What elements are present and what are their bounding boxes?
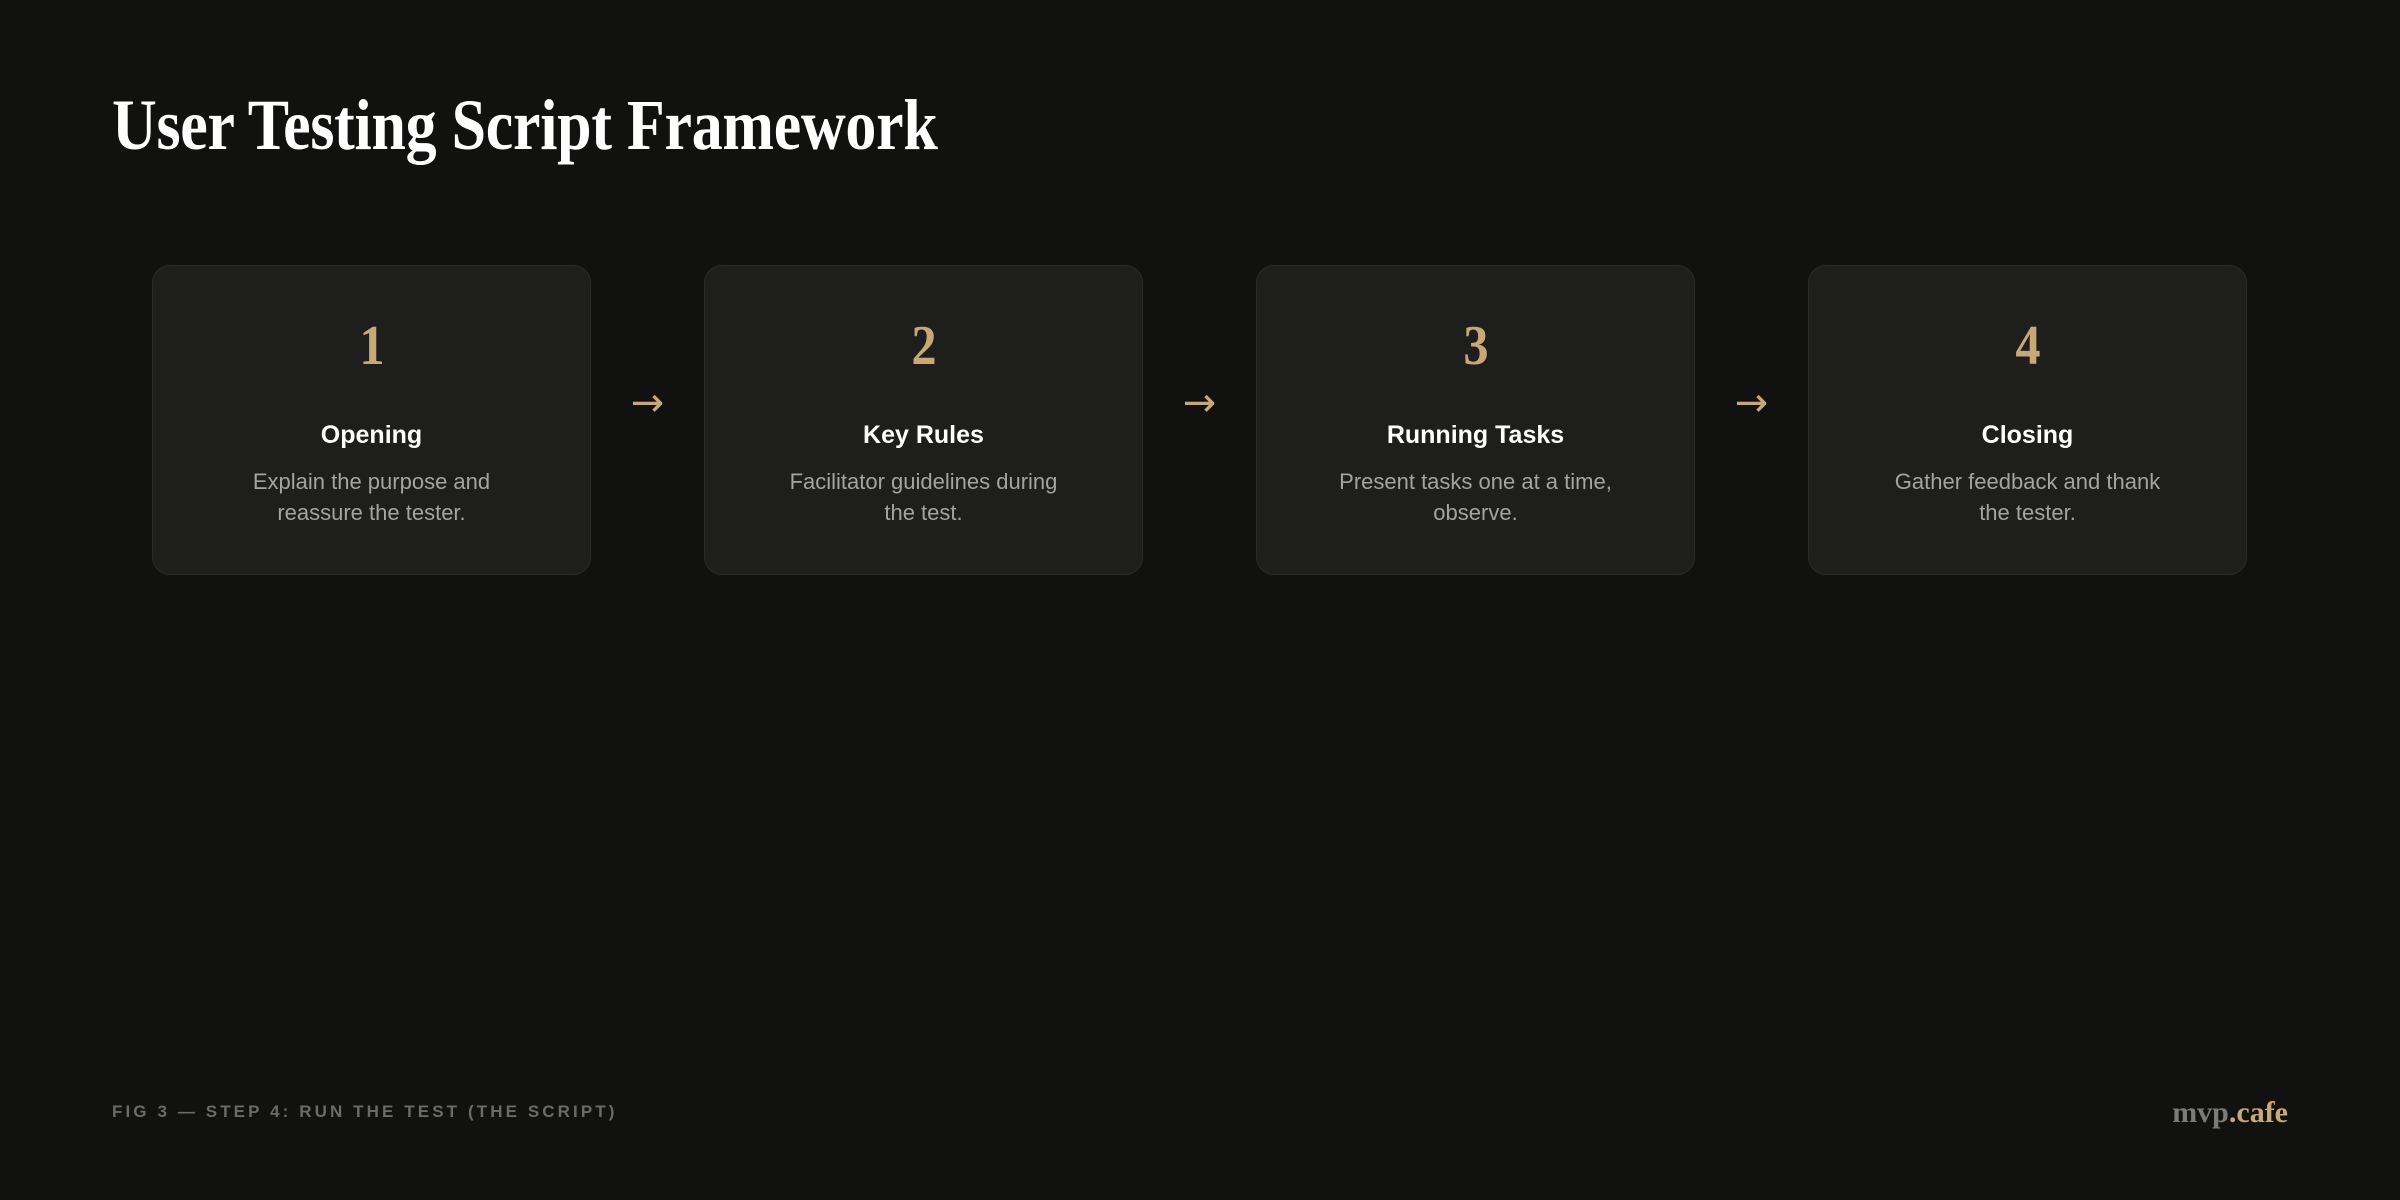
step-description: Explain the purpose and reassure the tes… <box>252 469 491 526</box>
step-description: Present tasks one at a time, observe. <box>1339 469 1612 526</box>
step-card-4[interactable]: 4 Closing Gather feedback and thank the … <box>1808 265 2247 575</box>
logo-text-primary: mvp <box>2172 1096 2229 1129</box>
step-title: Running Tasks <box>1386 421 1565 449</box>
step-description: Gather feedback and thank the tester. <box>1894 469 2161 526</box>
step-number: 1 <box>358 315 385 377</box>
arrow-right-icon: → <box>1182 380 1217 426</box>
step-number: 2 <box>910 315 937 377</box>
logo-text-accent: .cafe <box>2228 1096 2288 1129</box>
step-title: Key Rules <box>863 421 984 449</box>
step-card-3[interactable]: 3 Running Tasks Present tasks one at a t… <box>1256 265 1695 575</box>
arrow-right-icon: → <box>630 380 665 426</box>
step-description: Facilitator guidelines during the test. <box>789 469 1058 526</box>
process-flow: 1 Opening Explain the purpose and reassu… <box>152 265 2247 575</box>
step-card-1[interactable]: 1 Opening Explain the purpose and reassu… <box>152 265 591 575</box>
step-number: 3 <box>1462 315 1489 377</box>
figure-caption: FIG 3 — STEP 4: RUN THE TEST (THE SCRIPT… <box>112 1102 618 1121</box>
step-card-2[interactable]: 2 Key Rules Facilitator guidelines durin… <box>704 265 1143 575</box>
brand-logo: mvp.cafe <box>2172 1098 2288 1128</box>
arrow-right-icon: → <box>1734 380 1769 426</box>
step-title: Opening <box>320 421 423 449</box>
step-number: 4 <box>2014 315 2041 377</box>
page-title: User Testing Script Framework <box>112 85 938 165</box>
step-title: Closing <box>1981 421 2074 449</box>
